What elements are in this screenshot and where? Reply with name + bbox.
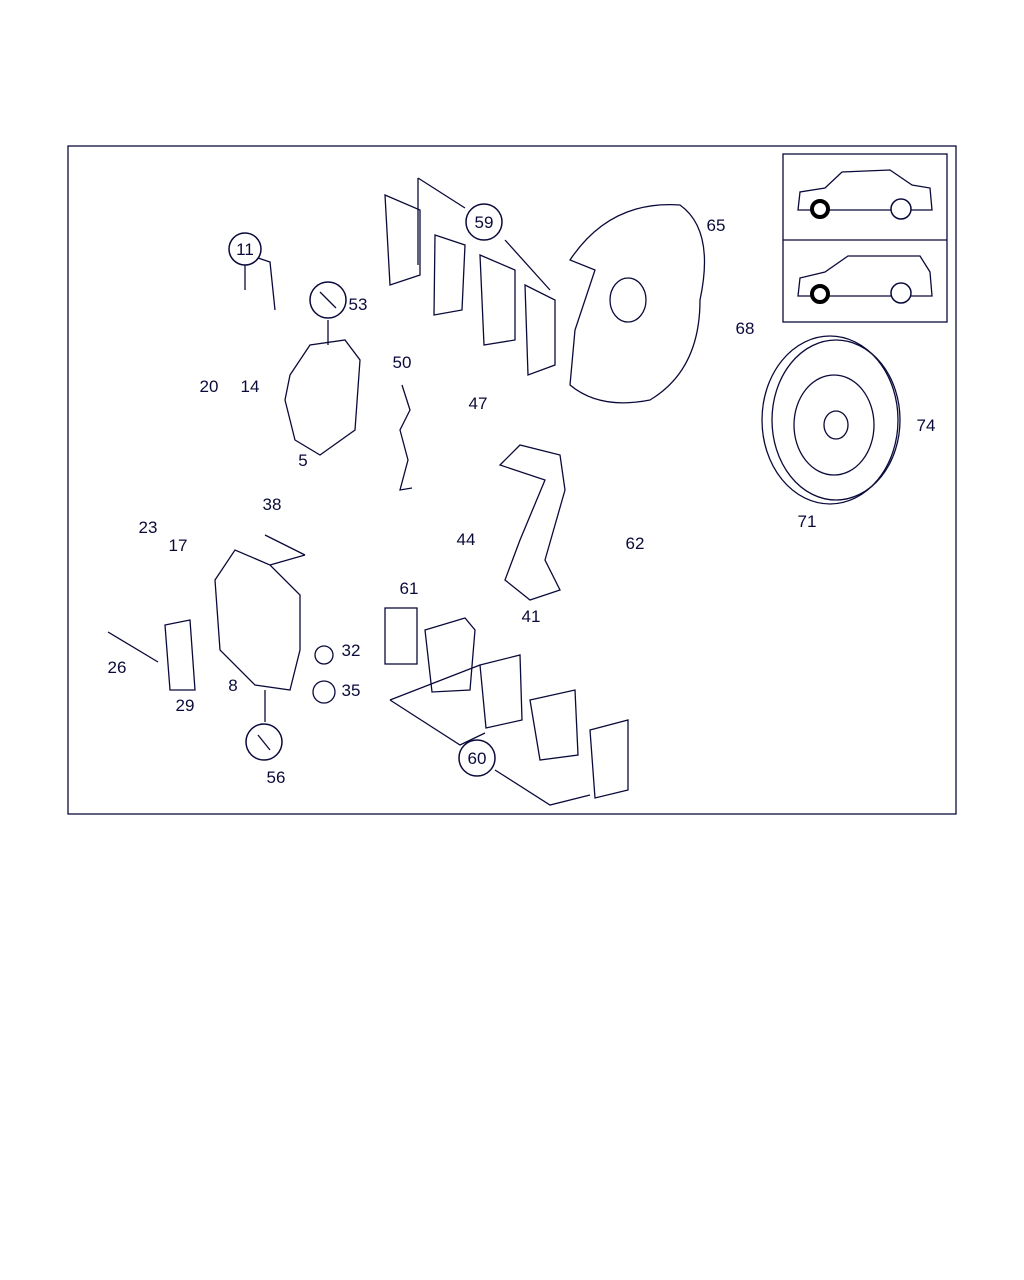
callout-26[interactable]: 26: [108, 658, 127, 677]
callout-17[interactable]: 17: [169, 536, 188, 555]
wagon-front-axle-icon: [797, 255, 933, 304]
brake-disc: [761, 335, 901, 505]
callout-61[interactable]: 61: [400, 579, 419, 598]
sedan-front-axle-icon: [797, 169, 933, 220]
callout-50[interactable]: 50: [393, 353, 412, 372]
callout-59[interactable]: 59: [475, 213, 494, 232]
callout-68[interactable]: 68: [736, 319, 755, 338]
shim-61: [384, 607, 418, 665]
callout-65[interactable]: 65: [707, 216, 726, 235]
callout-35[interactable]: 35: [342, 681, 361, 700]
callout-circle-60: [458, 739, 496, 777]
callout-23[interactable]: 23: [139, 518, 158, 537]
splash-shield: [569, 203, 706, 404]
callout-20[interactable]: 20: [200, 377, 219, 396]
vehicle-inset: [782, 153, 948, 323]
callout-41[interactable]: 41: [522, 607, 541, 626]
brake-pads-bottom: [424, 617, 629, 799]
brake-pads-top: [384, 193, 556, 376]
caliper-8: [214, 549, 301, 691]
leader-lines: [244, 177, 591, 806]
caliper-5: [284, 339, 361, 456]
spring-29: [164, 619, 196, 691]
diagram-frame: [67, 145, 957, 815]
callout-11[interactable]: 11: [236, 240, 254, 259]
callout-32[interactable]: 32: [342, 641, 361, 660]
callout-5[interactable]: 5: [298, 451, 307, 470]
callout-circle-59: [465, 203, 503, 241]
callout-circle-11: [228, 232, 262, 266]
callout-53[interactable]: 53: [349, 295, 368, 314]
callout-60[interactable]: 60: [468, 749, 487, 768]
pin-26: [107, 631, 159, 663]
wear-sensor-50: [399, 384, 413, 491]
callout-44[interactable]: 44: [457, 530, 476, 549]
callout-29[interactable]: 29: [176, 696, 195, 715]
callout-47[interactable]: 47: [469, 394, 488, 413]
callout-14[interactable]: 14: [241, 377, 260, 396]
callout-71[interactable]: 71: [798, 512, 817, 531]
callout-62[interactable]: 62: [626, 534, 645, 553]
callout-8[interactable]: 8: [228, 676, 237, 695]
callout-56[interactable]: 56: [267, 768, 286, 787]
callout-74[interactable]: 74: [917, 416, 936, 435]
callout-38[interactable]: 38: [263, 495, 282, 514]
caliper-bracket-41: [498, 444, 566, 601]
